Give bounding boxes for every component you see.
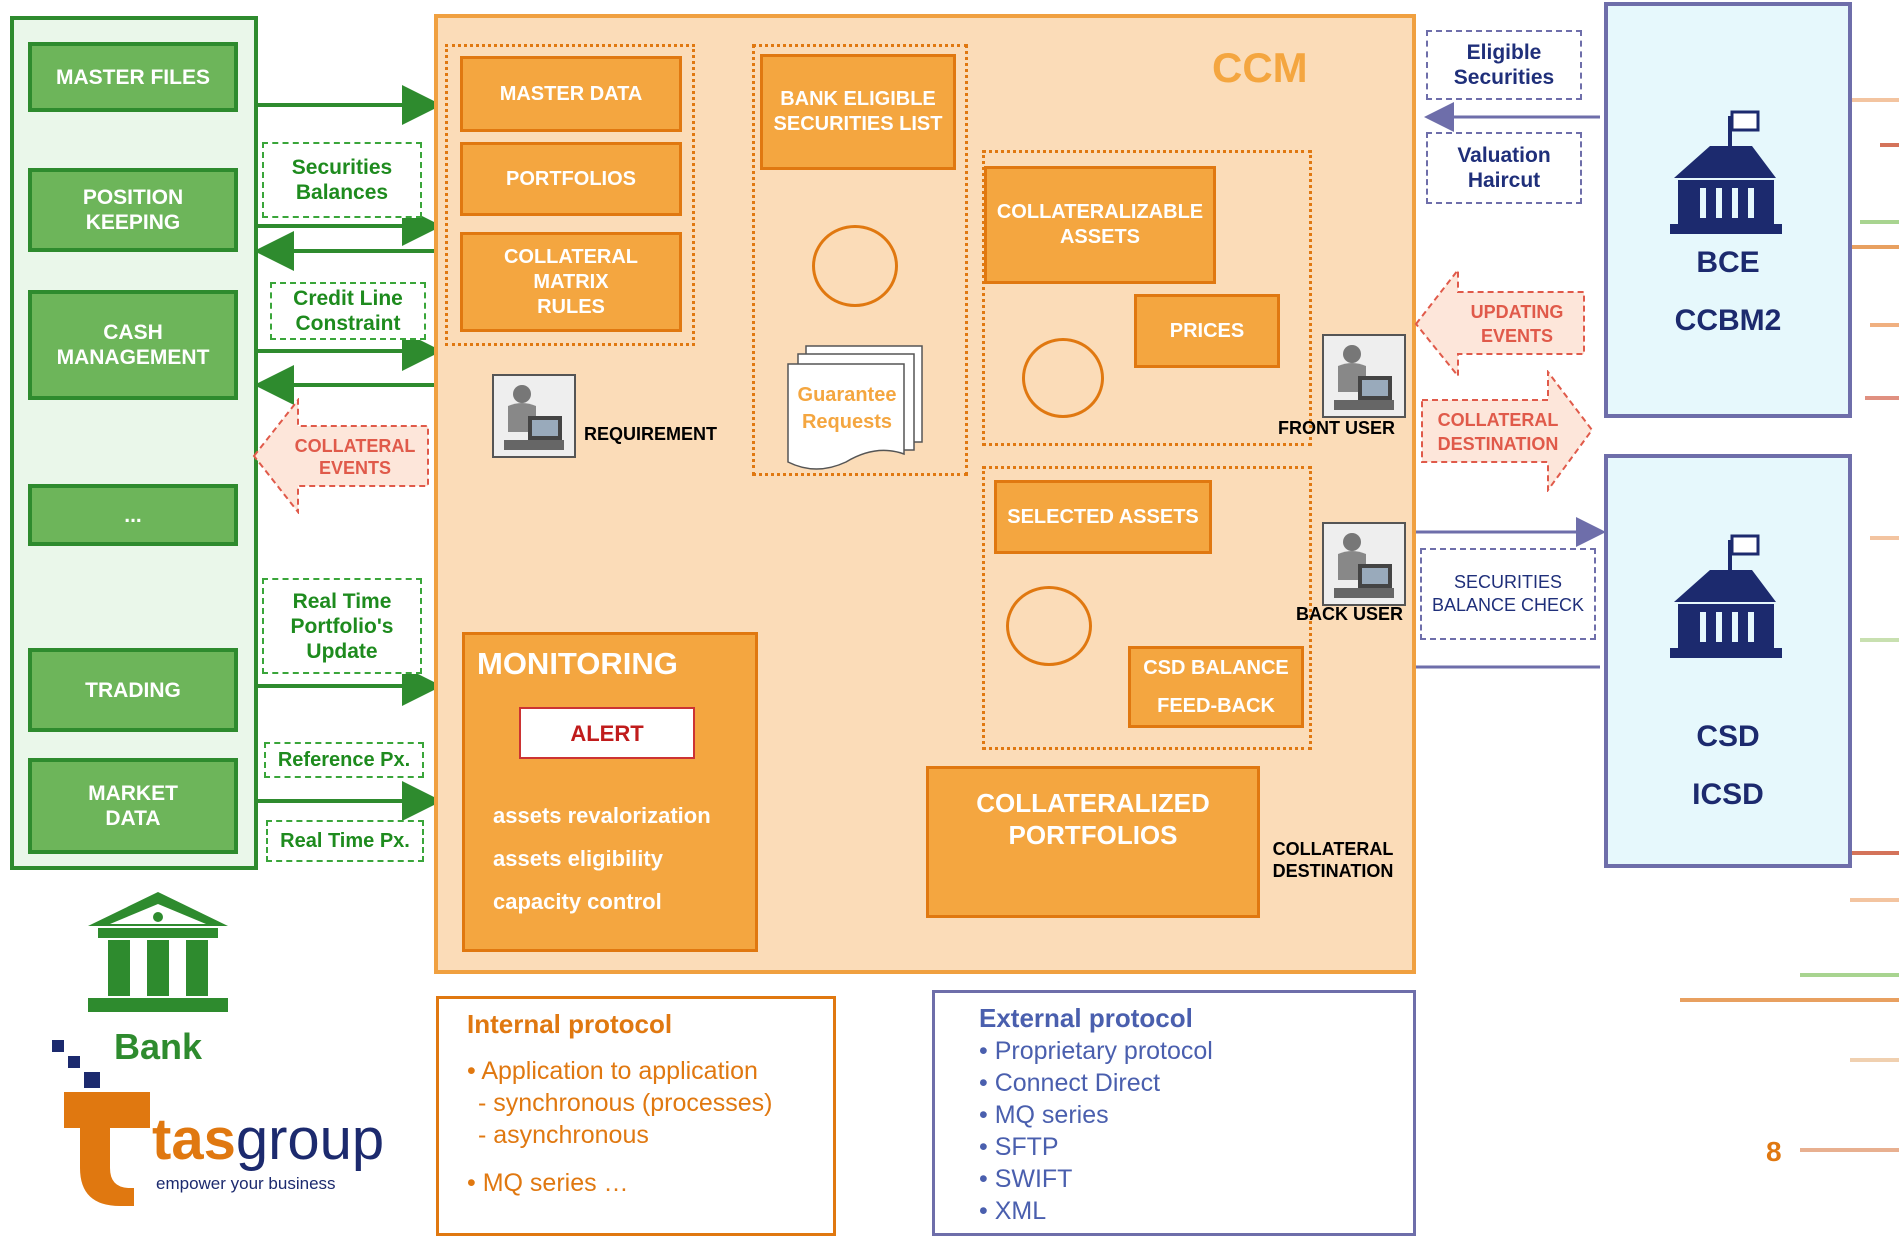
page-number: 8 [1766,1136,1782,1167]
protocol-line: • MQ series … [467,1169,629,1197]
back-user-terminal-icon [1322,522,1406,606]
collateral-matrix-rules-box: COLLATERAL MATRIX RULES [460,232,682,332]
guarantee-requests-doc-icon [787,345,923,470]
monitoring-item: assets eligibility [493,846,663,871]
decorative-strokes [1680,98,1899,1152]
bank-systems-panel: MASTER FILES POSITION KEEPING CASH MANAG… [10,16,258,870]
module-master-files: MASTER FILES [28,42,238,112]
guarantee-requests-label: Guarantee Requests [797,384,897,433]
collateral-events-arrow [252,398,429,514]
front-user-label: FRONT USER [1278,418,1395,438]
protocol-line: • SWIFT [979,1165,1073,1193]
monitoring-panel: MONITORING ALERT assets revalorization a… [462,632,758,952]
bank-eligible-securities-list-box: BANK ELIGIBLE SECURITIES LIST [760,54,956,170]
tasgroup-logo-icon [52,1040,150,1206]
flow-securities-balances: Securities Balances [262,142,422,218]
protocol-line: • Connect Direct [979,1069,1161,1097]
protocol-line: - asynchronous [471,1121,649,1149]
tasgroup-wordmark: tasgroup [152,1110,384,1170]
feed-back-label: FEED-BACK [1157,694,1275,717]
collateralizable-group [982,150,1312,446]
bce-label: BCE [1696,246,1760,279]
custodian-building-icon [1670,534,1782,658]
module-other: ... [28,484,238,546]
csd-balance-feedback-box: CSD BALANCE FEED-BACK [1128,646,1304,728]
external-protocol-title: External protocol [979,1003,1193,1033]
selection-join-node [1006,586,1092,666]
eligibility-group [752,44,968,476]
prices-box: PRICES [1134,294,1280,368]
collateralizable-assets-box: COLLATERALIZABLE ASSETS [984,166,1216,284]
collateral-events-label: COLLATERAL EVENTS [294,436,416,478]
pricing-join-node [1022,338,1104,418]
user-at-terminal-icon [492,374,576,458]
protocol-line: • XML [979,1197,1047,1225]
collateralized-portfolios-box: COLLATERALIZED PORTFOLIOS [926,766,1260,918]
selection-group [982,466,1312,750]
updating-events-label: UPDATING EVENTS [1470,302,1564,346]
bank-label: Bank [114,1026,203,1067]
module-cash-management: CASH MANAGEMENT [28,290,238,400]
alert-badge: ALERT [519,707,695,759]
flow-securities-balance-check: SECURITIES BALANCE CHECK [1420,548,1596,640]
bank-temple-icon [88,892,228,1012]
back-user-label: BACK USER [1296,604,1404,624]
external-protocol-box: External protocol • Proprietary protocol… [932,990,1416,1236]
destination-events-label: COLLATERAL DESTINATION [1437,410,1559,454]
ccm-title: CCM [1212,44,1308,91]
bce-panel: BCE CCBM2 [1604,2,1852,418]
brand-name-light: group [235,1107,385,1172]
flow-valuation-haircut: Valuation Haircut [1426,132,1582,204]
protocol-line: • Proprietary protocol [979,1037,1213,1065]
protocol-line: • MQ series [979,1101,1109,1129]
master-data-box: MASTER DATA [460,56,682,132]
brand-tagline: empower your business [156,1174,336,1193]
requirement-label: REQUIREMENT [584,424,718,444]
module-trading: TRADING [28,648,238,732]
protocol-line: • SFTP [979,1133,1059,1161]
collateral-destination-arrow [1421,370,1594,492]
brand-name-bold: tas [152,1107,236,1172]
selected-assets-box: SELECTED ASSETS [994,480,1212,554]
protocol-line: • Application to application [467,1057,758,1085]
monitoring-title: MONITORING [477,646,678,681]
flow-credit-line-constraint: Credit Line Constraint [270,282,426,340]
internal-protocol-title: Internal protocol [467,1009,673,1039]
eligibility-join-node [812,225,898,307]
icsd-label: ICSD [1692,778,1764,811]
flow-real-time-portfolio-update: Real Time Portfolio's Update [262,578,422,674]
central-bank-building-icon [1670,110,1782,234]
protocol-line: - synchronous (processes) [471,1089,773,1117]
internal-protocol-box: Internal protocol • Application to appli… [436,996,836,1236]
monitoring-item: capacity control [493,889,662,914]
front-user-terminal-icon [1322,334,1406,418]
module-market-data: MARKET DATA [28,758,238,854]
collateral-destination-label: COLLATERAL DESTINATION [1272,839,1394,881]
module-position-keeping: POSITION KEEPING [28,168,238,252]
flow-reference-px: Reference Px. [264,742,424,778]
csd-balance-label: CSD BALANCE [1143,656,1289,679]
ccbm2-label: CCBM2 [1674,304,1782,337]
portfolios-box: PORTFOLIOS [460,142,682,216]
updating-events-arrow [1414,268,1585,378]
csd-label: CSD [1696,720,1760,753]
csd-panel: CSD ICSD [1604,454,1852,868]
monitoring-item: assets revalorization [493,803,711,828]
flow-real-time-px: Real Time Px. [266,820,424,862]
master-data-group [445,44,695,346]
bank-flow-lines [254,85,442,821]
flow-eligible-securities: Eligible Securities [1426,30,1582,100]
